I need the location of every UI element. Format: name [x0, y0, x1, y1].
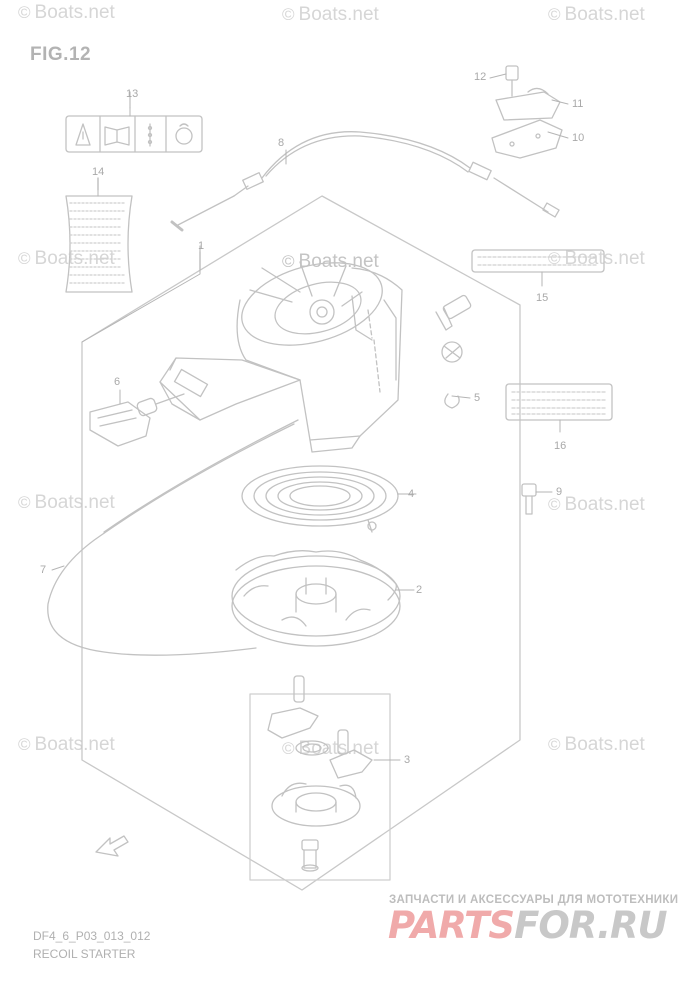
warning-decal: [65, 115, 203, 153]
diagram-code: DF4_6_P03_013_012: [33, 929, 151, 943]
watermark: ©Boats.net: [18, 492, 115, 513]
watermark: ©Boats.net: [548, 734, 645, 755]
callout-5: 5: [474, 392, 481, 404]
callout-4: 4: [408, 488, 415, 500]
callout-8: 8: [278, 137, 285, 149]
watermark: ©Boats.net: [548, 494, 645, 515]
recoil-spring: [241, 465, 399, 533]
callout-15: 15: [536, 292, 549, 304]
callout-12: 12: [474, 71, 487, 83]
starter-housing: [159, 261, 403, 453]
starter-rope: [47, 423, 295, 656]
watermark: ©Boats.net: [282, 251, 379, 272]
callout-2: 2: [416, 584, 423, 596]
watermark: ©Boats.net: [548, 248, 645, 269]
callout-16: 16: [554, 440, 567, 452]
callout-7: 7: [40, 564, 47, 576]
callout-10: 10: [572, 132, 585, 144]
callout-3: 3: [404, 754, 411, 766]
callout-11: 11: [572, 98, 584, 110]
callout-9: 9: [556, 486, 563, 498]
watermark: ©Boats.net: [548, 4, 645, 25]
watermark: ©Boats.net: [282, 4, 379, 25]
watermark: ©Boats.net: [18, 734, 115, 755]
brand-tagline: ЗАПЧАСТИ И АКСЕССУАРЫ ДЛЯ МОТОТЕХНИКИ: [389, 894, 679, 906]
lock-lever-assembly: [435, 294, 537, 515]
rope-reel: [231, 550, 401, 647]
front-direction-arrow: [95, 835, 129, 857]
label-plate-15: [471, 249, 605, 273]
figure-title: FIG.12: [30, 44, 92, 65]
assembly-boundary: [81, 195, 521, 891]
callout-1: 1: [198, 240, 205, 252]
brand-logo: PARTSFOR.RU: [388, 904, 668, 947]
diagram-name: RECOIL STARTER: [33, 947, 136, 961]
label-plate-16: [505, 383, 613, 421]
watermark: ©Boats.net: [18, 2, 115, 23]
callout-13: 13: [126, 88, 139, 100]
ratchet-pawl-set: [249, 675, 391, 881]
callout-14: 14: [92, 166, 105, 178]
starter-lock-cable: [170, 131, 560, 232]
callout-6: 6: [114, 376, 121, 388]
cable-bracket: [491, 65, 563, 159]
starter-handle: [89, 393, 185, 447]
caution-label: [65, 195, 133, 293]
